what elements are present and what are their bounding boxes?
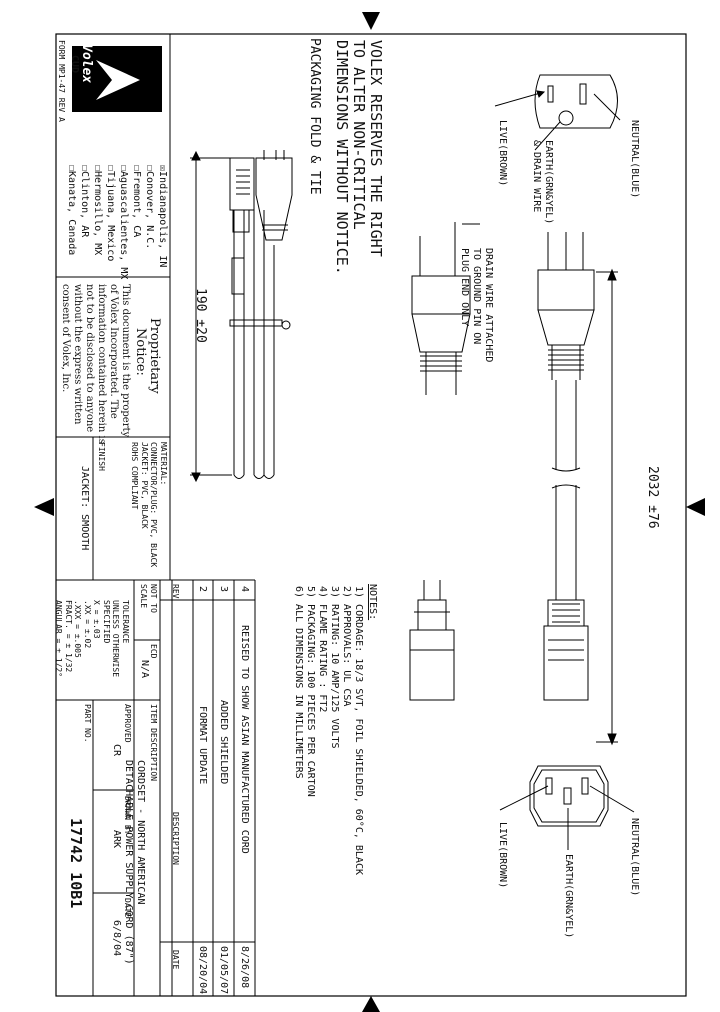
part-number-label: PART NO.	[83, 704, 92, 743]
plug-top-view	[411, 222, 480, 395]
location-item: ☐Conover, N.C.	[144, 165, 155, 250]
left-marker-icon	[34, 498, 54, 516]
approved-value: CR	[111, 744, 122, 757]
location-item: ☐Aguascalientes, MX	[118, 165, 129, 280]
packaging-view	[190, 150, 293, 483]
rev-3-desc: ADDED SHIELDED	[218, 700, 229, 785]
right-marker-icon	[686, 498, 705, 516]
rev-4: 4	[239, 586, 250, 593]
bottom-marker-icon	[362, 996, 380, 1012]
finish-label: FINISH	[97, 442, 106, 471]
conn-neutral-label: NEUTRAL(BLUE)	[629, 818, 640, 897]
rev-4-desc: REISED TO SHOW ASIAN MANUFACTURED CORD	[239, 625, 250, 854]
rev-3: 3	[218, 586, 229, 593]
part-number: 17742 10B1	[67, 818, 85, 909]
conn-live-label: LIVE(BROWN)	[497, 822, 508, 889]
plug-live-label: LIVE(BROWN)	[497, 120, 508, 187]
notes-list: 1) CORDAGE: 18/3 SVT, FOIL SHIELDED, 60°…	[293, 586, 364, 875]
notes-title: NOTES:	[367, 584, 378, 621]
plug-face-view	[494, 74, 621, 151]
fold-dimension: 190 ±20	[193, 288, 208, 343]
overall-dimension	[596, 268, 618, 746]
rev-2-desc: FORMAT UPDATE	[197, 706, 208, 785]
location-item: ☐Kanata, Canada	[66, 165, 77, 256]
plug-neutral-label: NEUTRAL(BLUE)	[629, 120, 640, 199]
logo-subtext: CUD	[69, 55, 80, 74]
proprietary-text: This document is the property of Volex I…	[60, 284, 131, 444]
location-item: ☐Clinton, AR	[79, 165, 90, 238]
tolerance-block: TOLERANCE UNLESS OTHERWISE SPECIFIED X =…	[54, 600, 131, 678]
ecd-value: N/A	[139, 660, 150, 679]
rev-3-date: 01/05/07	[218, 946, 229, 995]
material-block: MATERIAL: CONNECTOR/PLUG: PVC, BLACK JAC…	[130, 442, 169, 568]
approved-label: APPROVED	[123, 704, 132, 743]
date-label: DATE	[123, 898, 132, 918]
location-item: ☐Hermosillo, MX	[92, 165, 103, 256]
plug-side-view	[537, 232, 595, 600]
rev-header: REV	[171, 584, 180, 599]
date-header: DATE	[171, 950, 180, 970]
item-description-label: ITEM DESCRIPTION	[149, 704, 158, 782]
overall-length: 2032 ±76	[645, 466, 660, 529]
reserves-notice: VOLEX RESERVES THE RIGHT TO ALTER NON-CR…	[333, 40, 385, 275]
proprietary-title: Proprietary	[147, 318, 162, 394]
top-marker-icon	[362, 12, 380, 30]
form-number: FORM MP1-47 REV A	[57, 40, 66, 122]
rev-2-date: 08/20/04	[197, 946, 208, 995]
iec-connector-face	[499, 765, 635, 850]
location-item: ☐Fremont, CA	[131, 165, 142, 238]
drain-wire-note: DRAIN WIRE ATTACHED TO GROUND PIN ON PLU…	[459, 248, 494, 363]
location-item: ☐Tijuana, Mexico	[105, 165, 116, 262]
description-header: DESCRIPTION	[171, 812, 180, 865]
rev-4-date: 8/26/08	[239, 946, 250, 989]
finish-value: JACKET: SMOOTH	[79, 466, 90, 551]
packaging-label: PACKAGING FOLD & TIE	[307, 38, 322, 195]
drawn-by-label: DRAWN BY	[123, 796, 132, 835]
connector-top-view	[409, 580, 455, 701]
ecd-label: ECD	[149, 644, 158, 659]
outer-frame	[55, 33, 687, 997]
rev-2: 2	[197, 586, 208, 593]
connector-side-view	[543, 599, 589, 701]
date-value: 6/8/04	[111, 920, 122, 957]
location-item: ☒Indianapolis, IN	[157, 165, 168, 268]
plug-earth-label: EARTH(GRN&YEL) & DRAIN WIRE	[531, 140, 554, 225]
item-description: CORDSET - NORTH AMERICAN DETACHABLE POWE…	[123, 760, 146, 965]
conn-earth-label: EARTH(GRN&YEL)	[563, 854, 574, 939]
logo-wordmark: Volex	[79, 44, 94, 84]
proprietary-title-2: Notice:	[133, 328, 148, 376]
drawn-by-value: ARK	[111, 830, 122, 849]
